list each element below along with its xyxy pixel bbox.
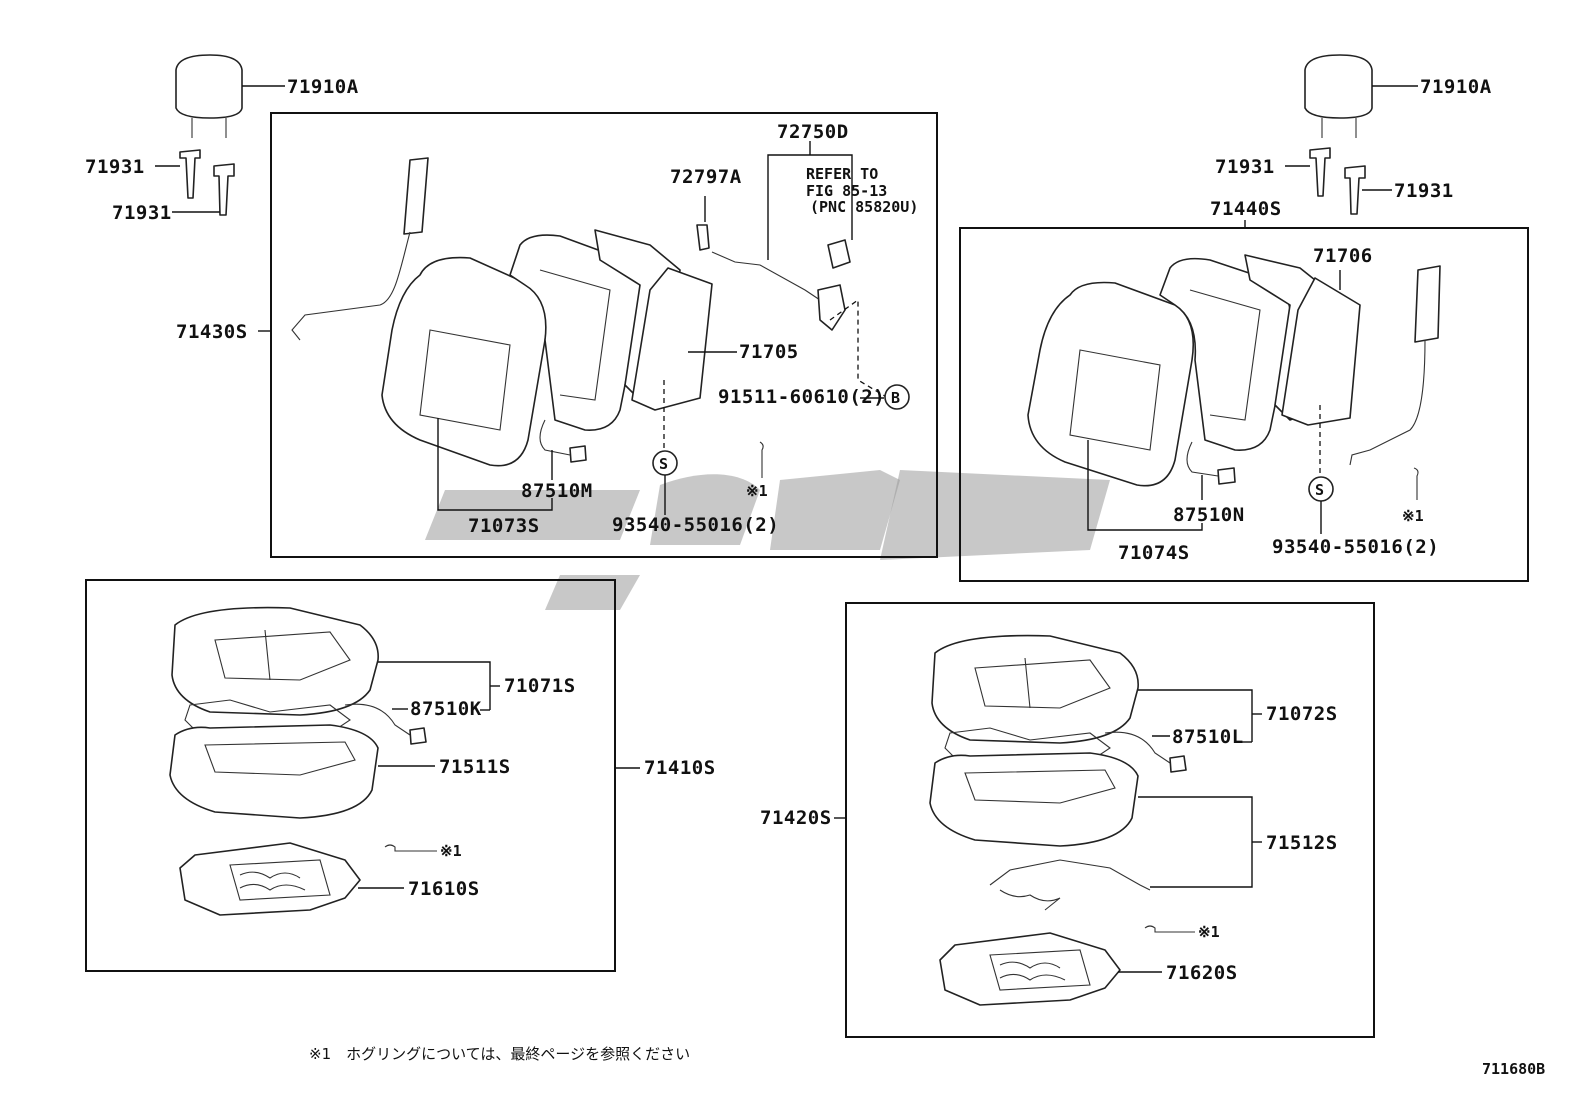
mark-x1-c: ※1 bbox=[440, 842, 462, 860]
label-72797A: 72797A bbox=[670, 166, 742, 188]
figure-id: 711680B bbox=[1482, 1060, 1545, 1078]
label-93540-right: 93540-55016(2) bbox=[1272, 536, 1439, 558]
clip-72797A bbox=[696, 224, 710, 251]
cable-72750D bbox=[711, 251, 846, 331]
headrest-guide-right-a bbox=[1309, 147, 1331, 197]
label-71410S: 71410S bbox=[644, 757, 716, 779]
frame-seatback-71430S bbox=[270, 112, 938, 558]
label-71072S: 71072S bbox=[1266, 703, 1338, 725]
switch-85820U bbox=[827, 239, 851, 269]
hog-ring-icon-c bbox=[384, 844, 437, 852]
label-91511: 91511-60610(2) bbox=[718, 386, 885, 408]
leader-71512S-bracket bbox=[1138, 796, 1253, 888]
leader-71071S-a bbox=[378, 661, 491, 710]
headrest-guide-left-a bbox=[179, 149, 201, 199]
cushion-cover-left bbox=[171, 606, 379, 716]
label-71430S: 71430S bbox=[176, 321, 248, 343]
headrest-left bbox=[175, 54, 243, 138]
hog-ring-icon-d bbox=[1144, 925, 1195, 933]
headrest-right bbox=[1304, 54, 1373, 138]
callout-B: B bbox=[891, 389, 900, 407]
label-71420S: 71420S bbox=[760, 807, 832, 829]
hog-ring-icon-b bbox=[1413, 467, 1419, 500]
seatback-pad-right bbox=[1159, 257, 1292, 451]
label-72750D: 72750D bbox=[777, 121, 849, 143]
footnote-hog-ring: ※1 ホグリングについては、最終ページを参照ください bbox=[309, 1045, 690, 1063]
callout-B-circle bbox=[884, 384, 910, 410]
label-71620S: 71620S bbox=[1166, 962, 1238, 984]
headrest-guide-left-b bbox=[213, 163, 235, 216]
label-71073S: 71073S bbox=[468, 515, 540, 537]
cushion-cover-right bbox=[931, 634, 1139, 744]
heater-harness-87510N bbox=[1186, 441, 1236, 485]
label-71705: 71705 bbox=[739, 341, 799, 363]
label-refer-pnc: (PNC 85820U) bbox=[810, 198, 918, 216]
label-71512S: 71512S bbox=[1266, 832, 1338, 854]
seatback-board-71705 bbox=[631, 267, 713, 411]
side-airbag-module-left bbox=[291, 157, 429, 341]
label-71706: 71706 bbox=[1313, 245, 1373, 267]
label-71511S: 71511S bbox=[439, 756, 511, 778]
label-71440S: 71440S bbox=[1210, 198, 1282, 220]
seatback-board-71706 bbox=[1281, 277, 1361, 426]
cushion-pad-right bbox=[929, 752, 1139, 847]
callout-S-left: S bbox=[659, 455, 668, 473]
label-93540-left: 93540-55016(2) bbox=[612, 514, 779, 536]
side-airbag-module-right bbox=[1349, 265, 1441, 466]
label-71910A-right: 71910A bbox=[1420, 76, 1492, 98]
seatback-cover-left bbox=[381, 256, 548, 467]
cushion-frame-71620S bbox=[939, 932, 1121, 1006]
label-71931-right-a: 71931 bbox=[1215, 156, 1275, 178]
heater-wire-71512S bbox=[989, 859, 1151, 911]
label-87510K: 87510K bbox=[410, 698, 482, 720]
cushion-pad-71511S bbox=[169, 724, 379, 819]
label-71610S: 71610S bbox=[408, 878, 480, 900]
label-71074S: 71074S bbox=[1118, 542, 1190, 564]
label-71931-right-b: 71931 bbox=[1394, 180, 1454, 202]
label-71910A-left: 71910A bbox=[287, 76, 359, 98]
label-refer-to: REFER TO bbox=[806, 165, 878, 183]
label-87510L: 87510L bbox=[1172, 726, 1244, 748]
mark-x1-a: ※1 bbox=[746, 482, 768, 500]
label-refer-fig: FIG 85-13 bbox=[806, 182, 887, 200]
leader-71074S bbox=[1087, 440, 1203, 531]
label-71931-left-b: 71931 bbox=[112, 202, 172, 224]
headrest-guide-right-b bbox=[1344, 165, 1366, 215]
label-87510M: 87510M bbox=[521, 480, 593, 502]
heater-harness-87510M bbox=[539, 419, 587, 463]
hog-ring-icon-a bbox=[759, 441, 764, 478]
seatback-pad-left bbox=[509, 234, 642, 431]
cushion-frame-71610S bbox=[179, 842, 361, 916]
mark-x1-d: ※1 bbox=[1198, 923, 1220, 941]
callout-S-right: S bbox=[1315, 481, 1324, 499]
dash-to-B bbox=[829, 298, 889, 399]
frame-seatback-71440S bbox=[959, 227, 1529, 582]
label-71931-left-a: 71931 bbox=[85, 156, 145, 178]
label-71071S: 71071S bbox=[504, 675, 576, 697]
label-87510N: 87510N bbox=[1173, 504, 1245, 526]
frame-cushion-71410S bbox=[85, 579, 616, 972]
leader-71073S bbox=[437, 418, 553, 511]
mark-x1-b: ※1 bbox=[1402, 507, 1424, 525]
seatback-cover-right bbox=[1027, 281, 1195, 487]
leader-71072S-a bbox=[1138, 689, 1253, 742]
frame-cushion-71420S bbox=[845, 602, 1375, 1038]
